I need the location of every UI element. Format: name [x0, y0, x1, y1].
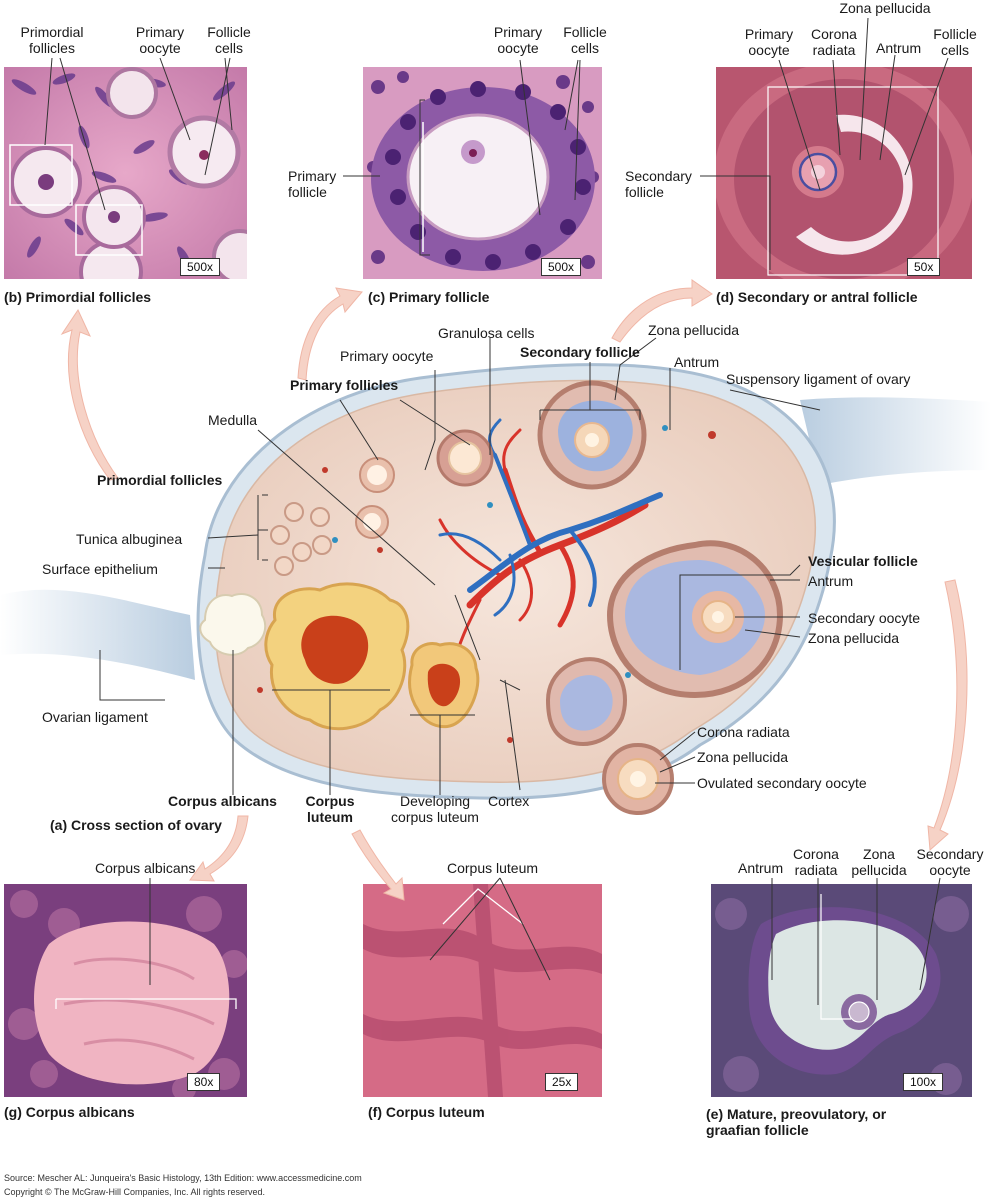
label-primary-follicle-c: Primary follicle: [288, 168, 337, 200]
photo-graafian-follicle: [711, 884, 972, 1097]
magnification-badge: 100x: [903, 1073, 944, 1091]
magnification-badge: 25x: [545, 1073, 579, 1091]
caption-corpus-luteum: (f) Corpus luteum: [368, 1104, 485, 1120]
label-ovarian-ligament: Ovarian ligament: [42, 709, 148, 725]
label-zona-pellucida-d: Zona pellucida: [839, 0, 931, 16]
caption-graafian-follicle: (e) Mature, preovulatory, or graafian fo…: [706, 1106, 887, 1138]
label-antrum-e: Antrum: [738, 860, 784, 876]
photo-primary-follicle: [363, 67, 602, 279]
caption-secondary-follicle: (d) Secondary or antral follicle: [716, 289, 918, 305]
photo-secondary-follicle: [716, 67, 972, 279]
label-secondary-follicle-d: Secondary follicle: [625, 168, 692, 200]
label-corona-radiata-d: Corona radiata: [811, 26, 857, 58]
label-corpus-albicans: Corpus albicans: [168, 793, 277, 809]
label-primordial-follicles: Primordial follicles: [97, 472, 223, 488]
label-developing-corpus-luteum: Developing corpus luteum: [391, 793, 479, 825]
label-antrum-right: Antrum: [808, 573, 854, 589]
label-corona-radiata-e: Corona radiata: [793, 846, 839, 878]
photo-corpus-albicans: [4, 884, 247, 1097]
label-corona-radiata: Corona radiata: [697, 724, 790, 740]
label-vesicular-follicle: Vesicular follicle: [808, 553, 918, 569]
label-medulla: Medulla: [208, 412, 258, 428]
label-primary-oocyte-c: Primary oocyte: [493, 24, 543, 56]
photo-primordial-follicles: [4, 67, 247, 279]
label-corpus-albicans-g: Corpus albicans: [95, 860, 196, 876]
caption-corpus-albicans: (g) Corpus albicans: [4, 1104, 135, 1120]
photo-corpus-luteum: [363, 884, 602, 1097]
label-antrum-top: Antrum: [674, 354, 720, 370]
label-zona-pellucida-right: Zona pellucida: [808, 630, 900, 646]
label-follicle-cells-c: Follicle cells: [563, 24, 607, 56]
caption-primary-follicle: (c) Primary follicle: [368, 289, 490, 305]
label-suspensory-ligament: Suspensory ligament of ovary: [726, 371, 911, 387]
label-corpus-luteum: Corpus luteum: [305, 793, 355, 825]
caption-primordial-follicles: (b) Primordial follicles: [4, 289, 152, 305]
label-zona-pellucida-bottom: Zona pellucida: [697, 749, 789, 765]
magnification-badge: 80x: [187, 1073, 221, 1091]
source-line: Source: Mescher AL: Junqueira's Basic Hi…: [4, 1173, 362, 1183]
label-secondary-oocyte-e: Secondary oocyte: [916, 846, 984, 878]
label-zona-pellucida-e: Zona pellucida: [851, 846, 907, 878]
magnification-badge: 500x: [541, 258, 582, 276]
label-tunica-albuginea: Tunica albuginea: [76, 531, 183, 547]
label-primary-follicles: Primary follicles: [290, 377, 399, 393]
label-follicle-cells-b: Follicle cells: [207, 24, 251, 56]
magnification-badge: 500x: [180, 258, 221, 276]
label-secondary-oocyte: Secondary oocyte: [808, 610, 921, 626]
label-primary-oocyte: Primary oocyte: [340, 348, 434, 364]
label-zona-pellucida-top: Zona pellucida: [648, 322, 740, 338]
label-cortex: Cortex: [488, 793, 530, 809]
copyright-line: Copyright © The McGraw-Hill Companies, I…: [4, 1187, 266, 1197]
label-follicle-cells-d: Follicle cells: [933, 26, 977, 58]
label-primordial-follicles-b: Primordial follicles: [20, 24, 84, 56]
caption-cross-section: (a) Cross section of ovary: [50, 817, 222, 833]
label-surface-epithelium: Surface epithelium: [42, 561, 158, 577]
label-primary-oocyte-b: Primary oocyte: [135, 24, 185, 56]
label-antrum-d: Antrum: [876, 40, 922, 56]
label-ovulated-oocyte: Ovulated secondary oocyte: [697, 775, 867, 791]
magnification-badge: 50x: [907, 258, 941, 276]
label-corpus-luteum-f: Corpus luteum: [447, 860, 539, 876]
label-primary-oocyte-d: Primary oocyte: [744, 26, 794, 58]
label-granulosa-cells: Granulosa cells: [438, 325, 535, 341]
label-secondary-follicle: Secondary follicle: [520, 344, 640, 360]
